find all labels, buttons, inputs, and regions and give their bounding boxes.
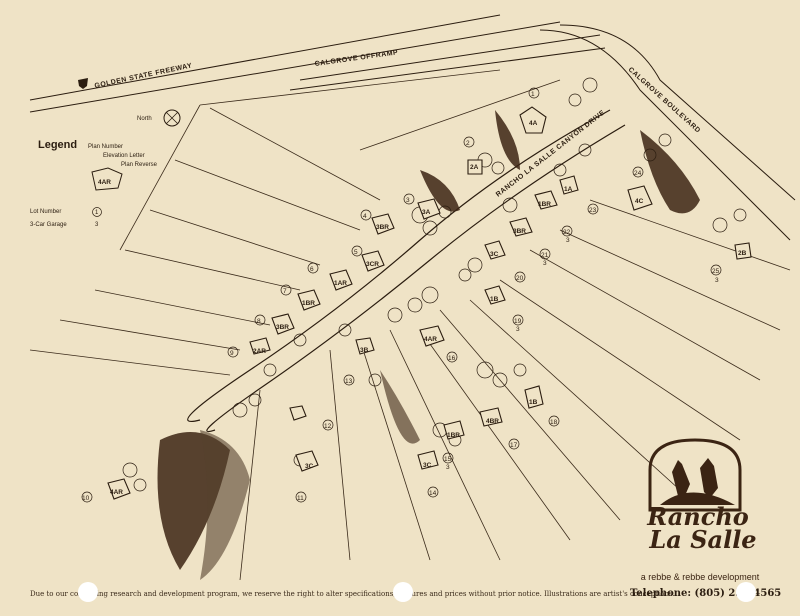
- plan-label: 3CR: [366, 261, 379, 268]
- footer-phone: Telephone: (805) 259-4565: [630, 588, 782, 599]
- garage-marker: 3: [715, 277, 719, 284]
- lot-number: 1: [531, 91, 535, 98]
- lot-number: 4: [363, 213, 367, 220]
- lot-number: 5: [354, 249, 358, 256]
- freeway: [29, 14, 606, 113]
- legend-sample-lot: 1: [95, 210, 99, 216]
- plan-label: 1BR: [302, 300, 315, 307]
- offramp-label: CALGROVE OFFRAMP: [314, 49, 398, 68]
- lot-number: 15: [444, 456, 452, 463]
- legend-title: Legend: [38, 139, 77, 151]
- legend: Legend Plan Number Elevation Letter Plan…: [30, 139, 158, 228]
- lot-number: 21: [541, 252, 549, 259]
- plan-label: 3C: [490, 251, 499, 258]
- north-label: North: [137, 116, 152, 122]
- legend-sample-plan: 4AR: [98, 179, 111, 186]
- garage-marker: 3: [516, 326, 520, 333]
- binder-hole: [736, 582, 756, 602]
- trees: [122, 77, 747, 492]
- plan-label: 1B: [529, 399, 538, 406]
- plan-label: 3BR: [513, 228, 526, 235]
- legend-plan-number: Plan Number: [88, 144, 123, 150]
- brand-name-line1: Rancho: [647, 502, 749, 531]
- lot-number: 9: [230, 350, 234, 357]
- plan-label: 4BR: [486, 418, 499, 425]
- plan-labels: 4A 2A 3A 3BR 3CR 1AR 1BR 3BR 2AR 4AR 3C …: [110, 120, 747, 496]
- binder-hole: [393, 582, 413, 602]
- brand-name: Rancho La Salle: [628, 502, 768, 554]
- lot-numbers: 1 2 3 4 5 6 7 8 9 10 11 12 13 14 15 16 1…: [81, 87, 722, 503]
- brand-emblem: [648, 438, 742, 512]
- lot-number: 20: [516, 275, 524, 282]
- plan-label: 1AR: [334, 280, 347, 287]
- lot-number: 22: [563, 229, 571, 236]
- plan-label: 1BR: [538, 201, 551, 208]
- freeway-label: GOLDEN STATE FREEWAY: [94, 62, 193, 90]
- lot-number: 11: [297, 495, 304, 502]
- lot-number: 23: [589, 207, 597, 214]
- plan-label: 3C: [305, 463, 314, 470]
- plan-label: 1B: [490, 296, 499, 303]
- garage-marker: 3: [566, 237, 570, 244]
- plan-label: 2B: [738, 250, 747, 257]
- lot-number: 25: [712, 268, 720, 275]
- lot-number: 7: [283, 288, 287, 295]
- garage-marker: 3: [446, 464, 450, 471]
- lot-number: 16: [448, 355, 456, 362]
- lot-number: 12: [324, 423, 332, 430]
- plan-label: 4AR: [424, 336, 437, 343]
- brand-name-line2: La Salle: [649, 525, 757, 554]
- lot-number: 8: [257, 318, 261, 325]
- lot-number: 24: [634, 170, 642, 177]
- lot-number: 14: [429, 490, 437, 497]
- boulevard-label: CALGROVE BOULEVARD: [627, 66, 702, 134]
- footer-disclaimer: Due to our continuing research and devel…: [30, 590, 675, 598]
- plan-label: 2AR: [253, 348, 266, 355]
- plan-label: 2A: [470, 164, 479, 171]
- lot-number: 18: [550, 419, 558, 426]
- brand-tagline: a rebbe & rebbe development: [640, 572, 760, 582]
- plan-label: 4A: [529, 120, 538, 127]
- lot-number: 17: [510, 442, 518, 449]
- plan-label: 1A: [564, 186, 573, 193]
- calgrove-boulevard: [539, 24, 796, 241]
- lot-number: 6: [310, 266, 314, 273]
- plan-label: 1BR: [447, 432, 460, 439]
- plan-label: 3C: [423, 462, 432, 469]
- houses: [107, 106, 752, 500]
- garage-marker: 3: [543, 260, 547, 267]
- lot-number: 19: [514, 318, 522, 325]
- canyon-drive: [187, 109, 626, 433]
- plan-label: 3BR: [276, 324, 289, 331]
- legend-lot-number: Lot Number: [30, 209, 61, 215]
- lot-number: 10: [82, 495, 90, 502]
- legend-sample-garage: 3: [95, 222, 99, 228]
- legend-garage: 3-Car Garage: [30, 222, 67, 228]
- plan-label: 3B: [360, 347, 369, 354]
- lot-number: 13: [345, 378, 353, 385]
- legend-plan-reverse: Plan Reverse: [121, 162, 158, 168]
- binder-hole: [78, 582, 98, 602]
- lot-number: 3: [406, 197, 410, 204]
- lot-number: 2: [466, 140, 470, 147]
- north-arrow: North: [137, 109, 181, 127]
- plan-label: 4C: [635, 198, 644, 205]
- lot-lines: [29, 69, 791, 581]
- freeway-shield-icon: [78, 78, 88, 89]
- terrain: [157, 110, 700, 580]
- legend-elevation-letter: Elevation Letter: [103, 153, 145, 159]
- plan-label: 3BR: [376, 224, 389, 231]
- plan-label: 3A: [422, 209, 431, 216]
- plan-label: 4AR: [110, 489, 123, 496]
